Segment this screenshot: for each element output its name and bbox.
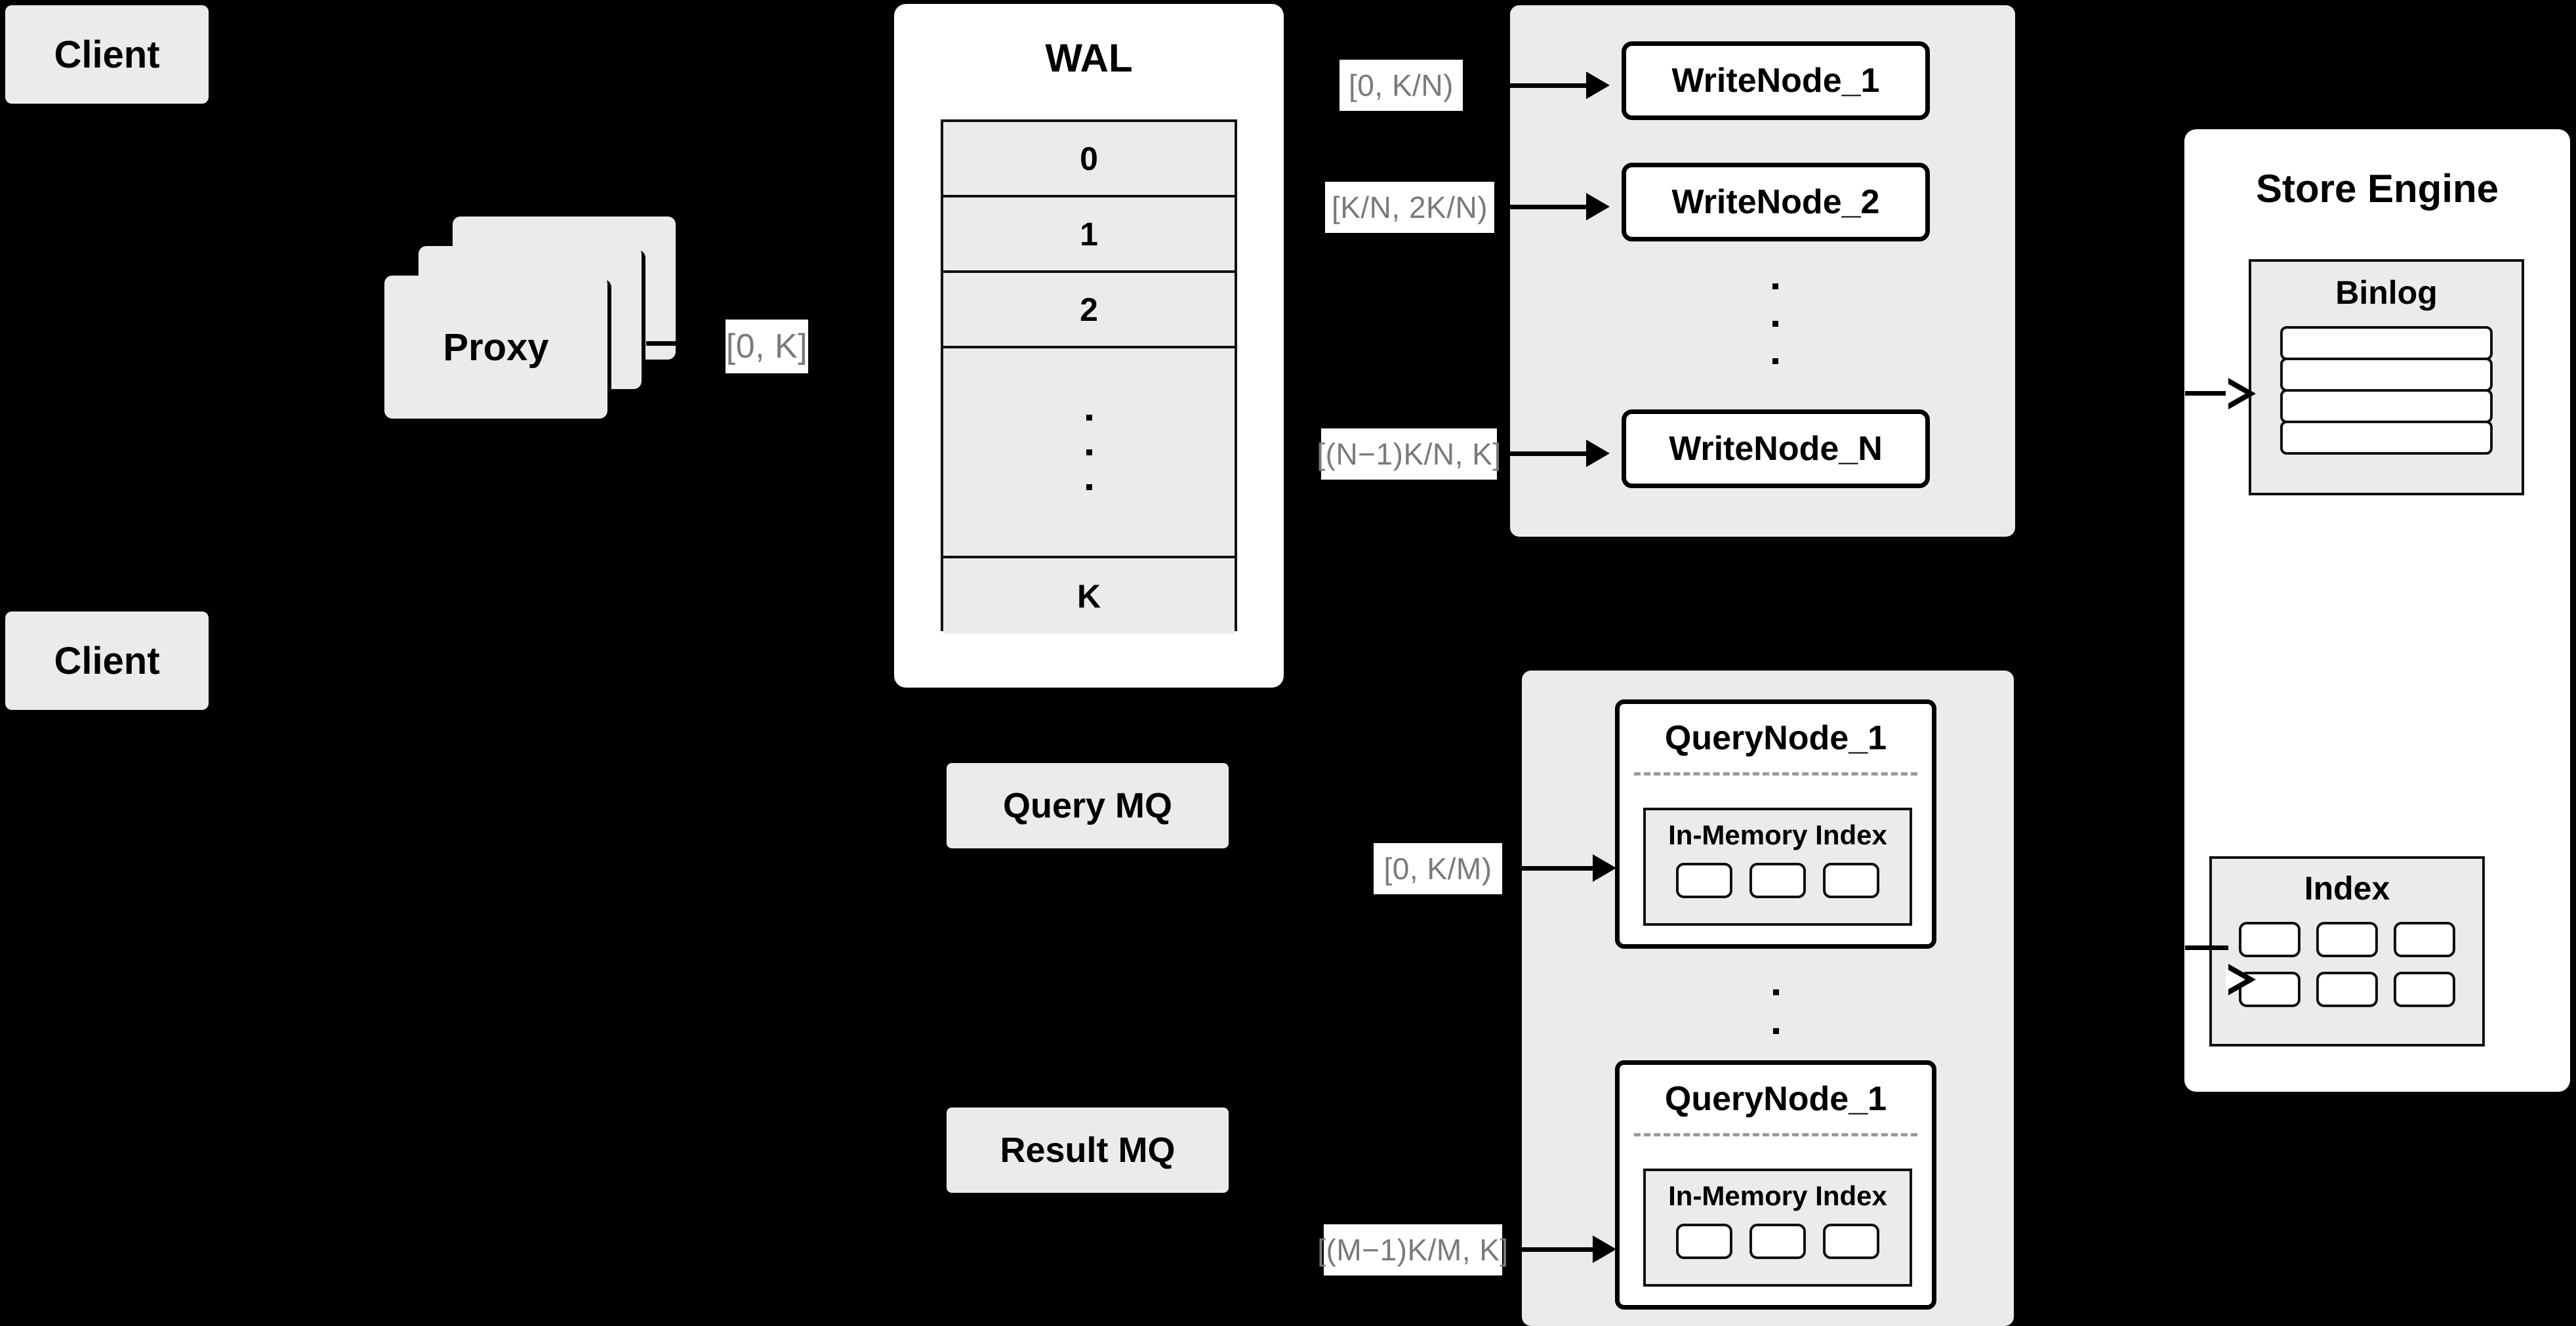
store-index-cell[interactable]	[2239, 922, 2300, 957]
edge-wal-to-wnn	[1502, 451, 1586, 456]
wal-title: WAL	[1045, 36, 1133, 80]
write-node-1-label: WriteNode_1	[1671, 62, 1880, 100]
edge-proxy-to-wal	[646, 341, 731, 346]
store-index-cell[interactable]	[2394, 972, 2455, 1007]
edge-label-qmq-qn1: [0, K/M)	[1374, 843, 1502, 894]
edge-label-wal-wn1: [0, K/N)	[1339, 60, 1463, 111]
wal-row[interactable]: 1	[943, 197, 1235, 273]
binlog-row[interactable]	[2280, 421, 2493, 455]
query-node-1-separator	[1634, 772, 1917, 776]
write-node-n[interactable]: WriteNode_N	[1622, 409, 1930, 488]
in-memory-index-2: In-Memory Index	[1643, 1169, 1912, 1287]
result-mq-label: Result MQ	[1000, 1130, 1176, 1170]
store-engine-title: Store Engine	[2255, 167, 2499, 211]
index-cell[interactable]	[1676, 1224, 1732, 1259]
edge-query-to-index	[2185, 945, 2228, 950]
store-index-cell[interactable]	[2316, 922, 2378, 957]
edge-wal-to-wn2	[1500, 205, 1586, 209]
arrow-head-binlog-icon	[2226, 378, 2256, 409]
query-node-2-separator	[1634, 1133, 1917, 1136]
query-mq-label: Query MQ	[1002, 786, 1173, 825]
query-node-2[interactable]: QueryNode_1 In-Memory Index	[1615, 1060, 1936, 1310]
arrow-head-index-icon	[2226, 964, 2256, 995]
wal-row[interactable]: 0	[943, 122, 1235, 197]
index-cell[interactable]	[1823, 863, 1879, 898]
write-node-n-label: WriteNode_N	[1669, 430, 1883, 468]
binlog-title: Binlog	[2335, 274, 2438, 311]
edge-qmq-to-qn1	[1507, 866, 1593, 871]
write-cluster-ellipsis-icon	[1772, 283, 1778, 364]
proxy-stack[interactable]: Proxy	[380, 217, 689, 433]
index-cell[interactable]	[1749, 1224, 1806, 1259]
query-mq-box[interactable]: Query MQ	[947, 763, 1229, 848]
in-memory-index-1-title: In-Memory Index	[1668, 819, 1887, 850]
client-box-1[interactable]: Client	[5, 5, 209, 104]
edge-label-rmq-qn2: [(M−1)K/M, K]	[1317, 1224, 1508, 1275]
edge-write-to-binlog	[2185, 391, 2228, 396]
index-cell[interactable]	[1676, 863, 1732, 898]
edge-label-wal-wnn: [(N−1)K/N, K]	[1317, 428, 1501, 480]
binlog-row[interactable]	[2280, 389, 2493, 423]
edge-label-wal-wn2: [K/N, 2K/N)	[1325, 182, 1494, 233]
store-index-cell[interactable]	[2316, 972, 2378, 1007]
store-index-cell[interactable]	[2394, 922, 2455, 957]
edge-rmq-to-qn2	[1507, 1247, 1593, 1252]
arrow-head-qn2-icon	[1593, 1235, 1616, 1263]
vertical-ellipsis-icon	[1086, 414, 1092, 490]
in-memory-index-1: In-Memory Index	[1643, 808, 1912, 926]
wal-row[interactable]: K	[943, 558, 1235, 634]
wal-panel: WAL 0 1 2 K	[894, 4, 1284, 688]
result-mq-box[interactable]: Result MQ	[947, 1108, 1229, 1193]
arrow-head-wnn-icon	[1586, 440, 1610, 467]
binlog-row[interactable]	[2280, 358, 2493, 392]
index-cell[interactable]	[1749, 863, 1806, 898]
index-cell[interactable]	[1823, 1224, 1879, 1259]
arrow-head-wn1-icon	[1586, 72, 1610, 99]
query-node-1[interactable]: QueryNode_1 In-Memory Index	[1615, 699, 1936, 949]
wal-row-ellipsis	[943, 348, 1235, 558]
edge-wal-to-wn1	[1468, 83, 1586, 88]
client-box-2[interactable]: Client	[5, 611, 209, 710]
binlog-box: Binlog	[2249, 259, 2524, 495]
in-memory-index-2-title: In-Memory Index	[1668, 1180, 1887, 1211]
proxy-label: Proxy	[443, 325, 549, 369]
store-index-title: Index	[2304, 870, 2390, 907]
write-node-2[interactable]: WriteNode_2	[1622, 163, 1930, 241]
write-node-2-label: WriteNode_2	[1671, 183, 1880, 221]
store-index-box: Index	[2209, 856, 2485, 1046]
store-engine-panel: Store Engine Binlog Index	[2184, 129, 2570, 1092]
edge-label-proxy-wal: [0, K]	[726, 320, 808, 373]
binlog-row[interactable]	[2280, 326, 2493, 360]
client-label-1: Client	[54, 33, 160, 76]
arrow-head-wn2-icon	[1586, 193, 1610, 220]
query-node-2-label: QueryNode_1	[1664, 1080, 1887, 1118]
query-cluster-panel: QueryNode_1 In-Memory Index QueryNode_1 …	[1522, 671, 2014, 1326]
proxy-card-front[interactable]: Proxy	[384, 276, 607, 419]
wal-rows: 0 1 2 K	[941, 119, 1237, 634]
client-label-2: Client	[54, 639, 160, 682]
write-node-1[interactable]: WriteNode_1	[1622, 41, 1930, 120]
query-node-1-label: QueryNode_1	[1664, 719, 1887, 757]
arrow-head-qn1-icon	[1593, 854, 1616, 882]
wal-row[interactable]: 2	[943, 273, 1235, 348]
